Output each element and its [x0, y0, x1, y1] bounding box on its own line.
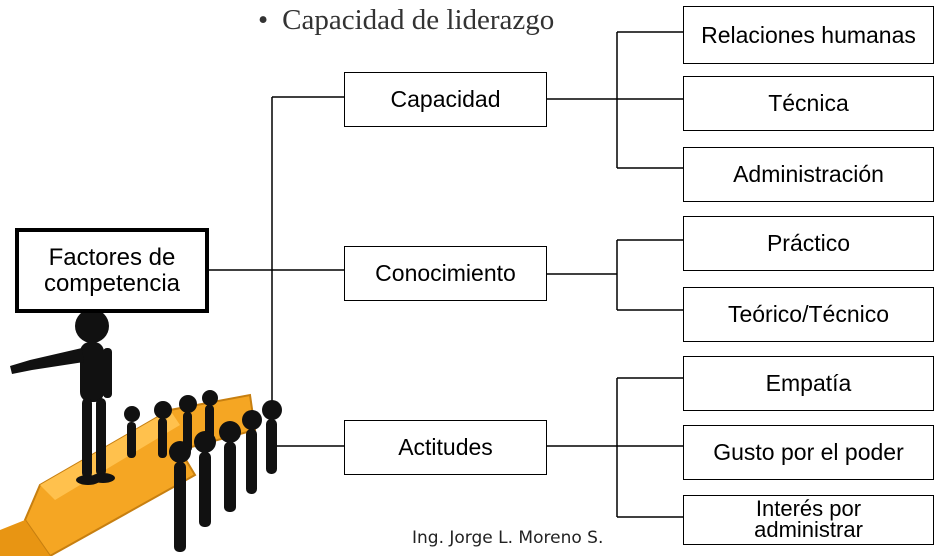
item-line-2: administrar — [754, 517, 863, 542]
category-actitudes: Actitudes — [344, 420, 547, 475]
root-node-factores-de-competencia: Factores de competencia — [15, 228, 209, 313]
root-line-2: competencia — [43, 269, 181, 297]
category-capacidad: Capacidad — [344, 72, 547, 127]
item-line-1: Interés por — [755, 496, 862, 522]
item-interes-por-administrar: Interés por administrar — [683, 495, 934, 545]
team-figures-icon — [124, 390, 282, 552]
leadership-illustration — [0, 309, 282, 556]
category-conocimiento: Conocimiento — [344, 246, 547, 301]
item-empatia: Empatía — [683, 356, 934, 411]
bullet-icon: • — [258, 4, 269, 36]
root-line-1: Factores de — [48, 244, 176, 272]
author-credit: Ing. Jorge L. Moreno S. — [412, 528, 604, 548]
item-tecnica: Técnica — [683, 76, 934, 131]
item-gusto-por-el-poder: Gusto por el poder — [683, 425, 934, 480]
item-administracion: Administración — [683, 147, 934, 202]
item-practico: Práctico — [683, 216, 934, 271]
leader-figure-icon — [10, 309, 115, 485]
item-relaciones-humanas: Relaciones humanas — [683, 6, 934, 64]
title-text: Capacidad de liderazgo — [282, 4, 555, 36]
item-teorico-tecnico: Teórico/Técnico — [683, 287, 934, 342]
slide-title: • Capacidad de liderazgo — [258, 4, 554, 37]
